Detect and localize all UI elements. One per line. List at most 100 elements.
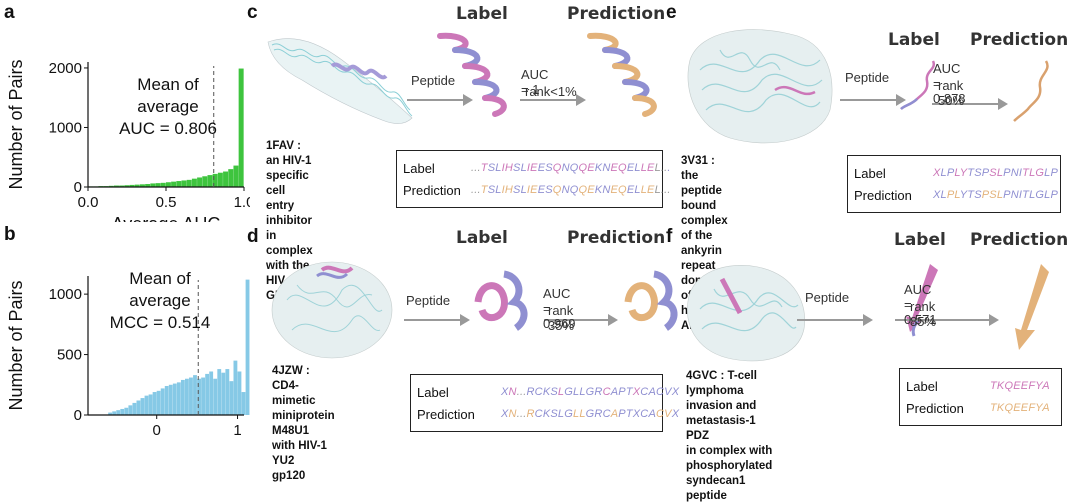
y-axis-label: Number of Pairs (6, 280, 26, 410)
x-tick-label: 0.5 (156, 194, 177, 211)
histogram-bar (197, 378, 201, 415)
label-miniprotein-d (474, 270, 528, 331)
histogram-mcc: 0105001000Average MCCNumber of PairsMean… (6, 269, 250, 443)
mean-annotation: average (137, 97, 198, 116)
mean-annotation: Mean of (137, 75, 199, 94)
panel-letter-d: d (247, 226, 259, 247)
header-label-f: Label (894, 230, 946, 250)
header-prediction-d: Prediction (567, 228, 666, 248)
histogram-bar (189, 377, 193, 415)
auc-value-d: AUC = 0.969 (543, 286, 576, 331)
panel-letter-e: e (666, 2, 677, 23)
histogram-bar (193, 375, 197, 415)
y-tick-label: 1000 (49, 286, 82, 303)
x-tick-label: 1 (233, 422, 241, 439)
auc-value-f: AUC = 0.571 (904, 282, 937, 327)
label-sequence-d: XN...RCKSLGLLGRCAPTXCACVX (501, 386, 680, 398)
histogram-bar (168, 384, 173, 415)
mean-annotation: Mean of (129, 269, 191, 288)
mean-annotation: MCC = 0.514 (110, 313, 211, 332)
y-tick-label: 0 (74, 407, 82, 424)
sequence-box-f: Label TKQEEFYA Prediction TKQEEFYA (899, 368, 1062, 426)
histogram-bar (197, 177, 203, 187)
arrow-prediction-d (544, 314, 618, 326)
histogram-bar (120, 408, 125, 415)
sequence-box-d: Label XN...RCKSLGLLGRCAPTXCACVX Predicti… (410, 374, 679, 432)
caption-line: 1FAV : an HIV-1 (266, 140, 312, 167)
histogram-bar (171, 181, 177, 187)
panel-letter-b: b (4, 224, 16, 245)
histogram-bar (233, 165, 239, 187)
caption-line: 3V31 : the peptide bound (681, 155, 722, 212)
rank-value-f: rank 85% (910, 299, 937, 329)
histogram-bar (186, 179, 192, 187)
prediction-sequence-f: TKQEEFYA (990, 402, 1050, 414)
arrow-label-peptide-d: Peptide (406, 293, 451, 308)
arrow-label-peptide-c: Peptide (411, 73, 456, 88)
histogram-bar (128, 405, 133, 415)
histogram-bar (202, 176, 208, 187)
caption-line: gp120 (272, 470, 306, 482)
protein-structure-4jzw (271, 261, 393, 359)
prediction-miniprotein-d (624, 270, 678, 331)
histogram-bar (113, 185, 119, 187)
caption-d: 4JZW : CD4-mimetic miniprotein M48U1 wit… (272, 364, 335, 484)
seq-row-label: Label (403, 161, 435, 176)
caption-line: with HIV-1 YU2 (272, 440, 327, 467)
x-tick-label: 0.0 (78, 194, 99, 211)
prediction-sequence-d: XN...RCKSLGLLGRCAPTXCACVX (501, 408, 680, 420)
caption-line: syndecan1 peptide (686, 475, 746, 502)
histogram-bar (241, 392, 246, 415)
arrow-peptide-f (797, 314, 873, 326)
histogram-bar (150, 183, 156, 187)
histogram-auc: 0.00.51.0010002000Average AUCNumber of P… (6, 59, 250, 222)
x-tick-label: 0 (153, 422, 161, 439)
panel-letter-a: a (4, 2, 15, 23)
histogram-bar (184, 378, 189, 415)
histogram-bar (108, 412, 113, 415)
histogram-bar (124, 407, 129, 415)
histogram-bar (116, 410, 121, 415)
prediction-coil-e (1013, 60, 1049, 122)
header-prediction-f: Prediction (970, 230, 1069, 250)
header-label-d: Label (456, 228, 508, 248)
histogram-bar (129, 184, 135, 187)
label-sequence-c: ...TSLIHSLIEESQNQQEKNEQELLEL... (471, 162, 671, 174)
histogram-bar (191, 178, 197, 187)
auc-value-e: AUC = 0.878 (933, 61, 966, 106)
arrow-prediction-f (895, 314, 999, 326)
histogram-bar (156, 390, 161, 415)
histogram-bar (238, 68, 244, 187)
label-coil-e (900, 60, 936, 110)
seq-row-label: Label (906, 379, 938, 394)
histogram-bar (160, 182, 166, 187)
mean-annotation: AUC = 0.806 (119, 119, 217, 138)
histogram-bar (207, 175, 213, 187)
histogram-bar (245, 279, 250, 415)
histogram-bar (112, 411, 117, 415)
auc-value-c: AUC = 1 (521, 67, 549, 97)
rank-value-e: rank 50% (938, 78, 965, 108)
protein-structure-4gvc (687, 265, 806, 362)
caption-c: 1FAV : an HIV-1 specific cell entry inhi… (266, 139, 313, 304)
rank-value-d: rank 35% (548, 303, 575, 333)
arrow-peptide-c (407, 94, 473, 106)
histogram-bar (229, 381, 234, 415)
y-tick-label: 1000 (49, 119, 82, 136)
histogram-bar (205, 373, 210, 415)
histogram-bar (124, 185, 130, 187)
histogram-bar (221, 372, 226, 415)
histogram-bar (201, 377, 206, 415)
arrow-label-peptide-f: Peptide (805, 290, 850, 305)
histogram-bar (160, 388, 165, 415)
histogram-bar (164, 385, 169, 415)
histogram-bar (213, 378, 218, 415)
header-label-e: Label (888, 30, 940, 50)
histogram-bar (132, 402, 137, 415)
histogram-bar (152, 392, 157, 415)
histogram-bar (155, 183, 161, 187)
histogram-bar (176, 181, 182, 187)
seq-row-prediction: Prediction (906, 401, 964, 416)
label-sequence-f: TKQEEFYA (990, 380, 1050, 392)
x-axis-label: Average AUC (112, 214, 221, 222)
